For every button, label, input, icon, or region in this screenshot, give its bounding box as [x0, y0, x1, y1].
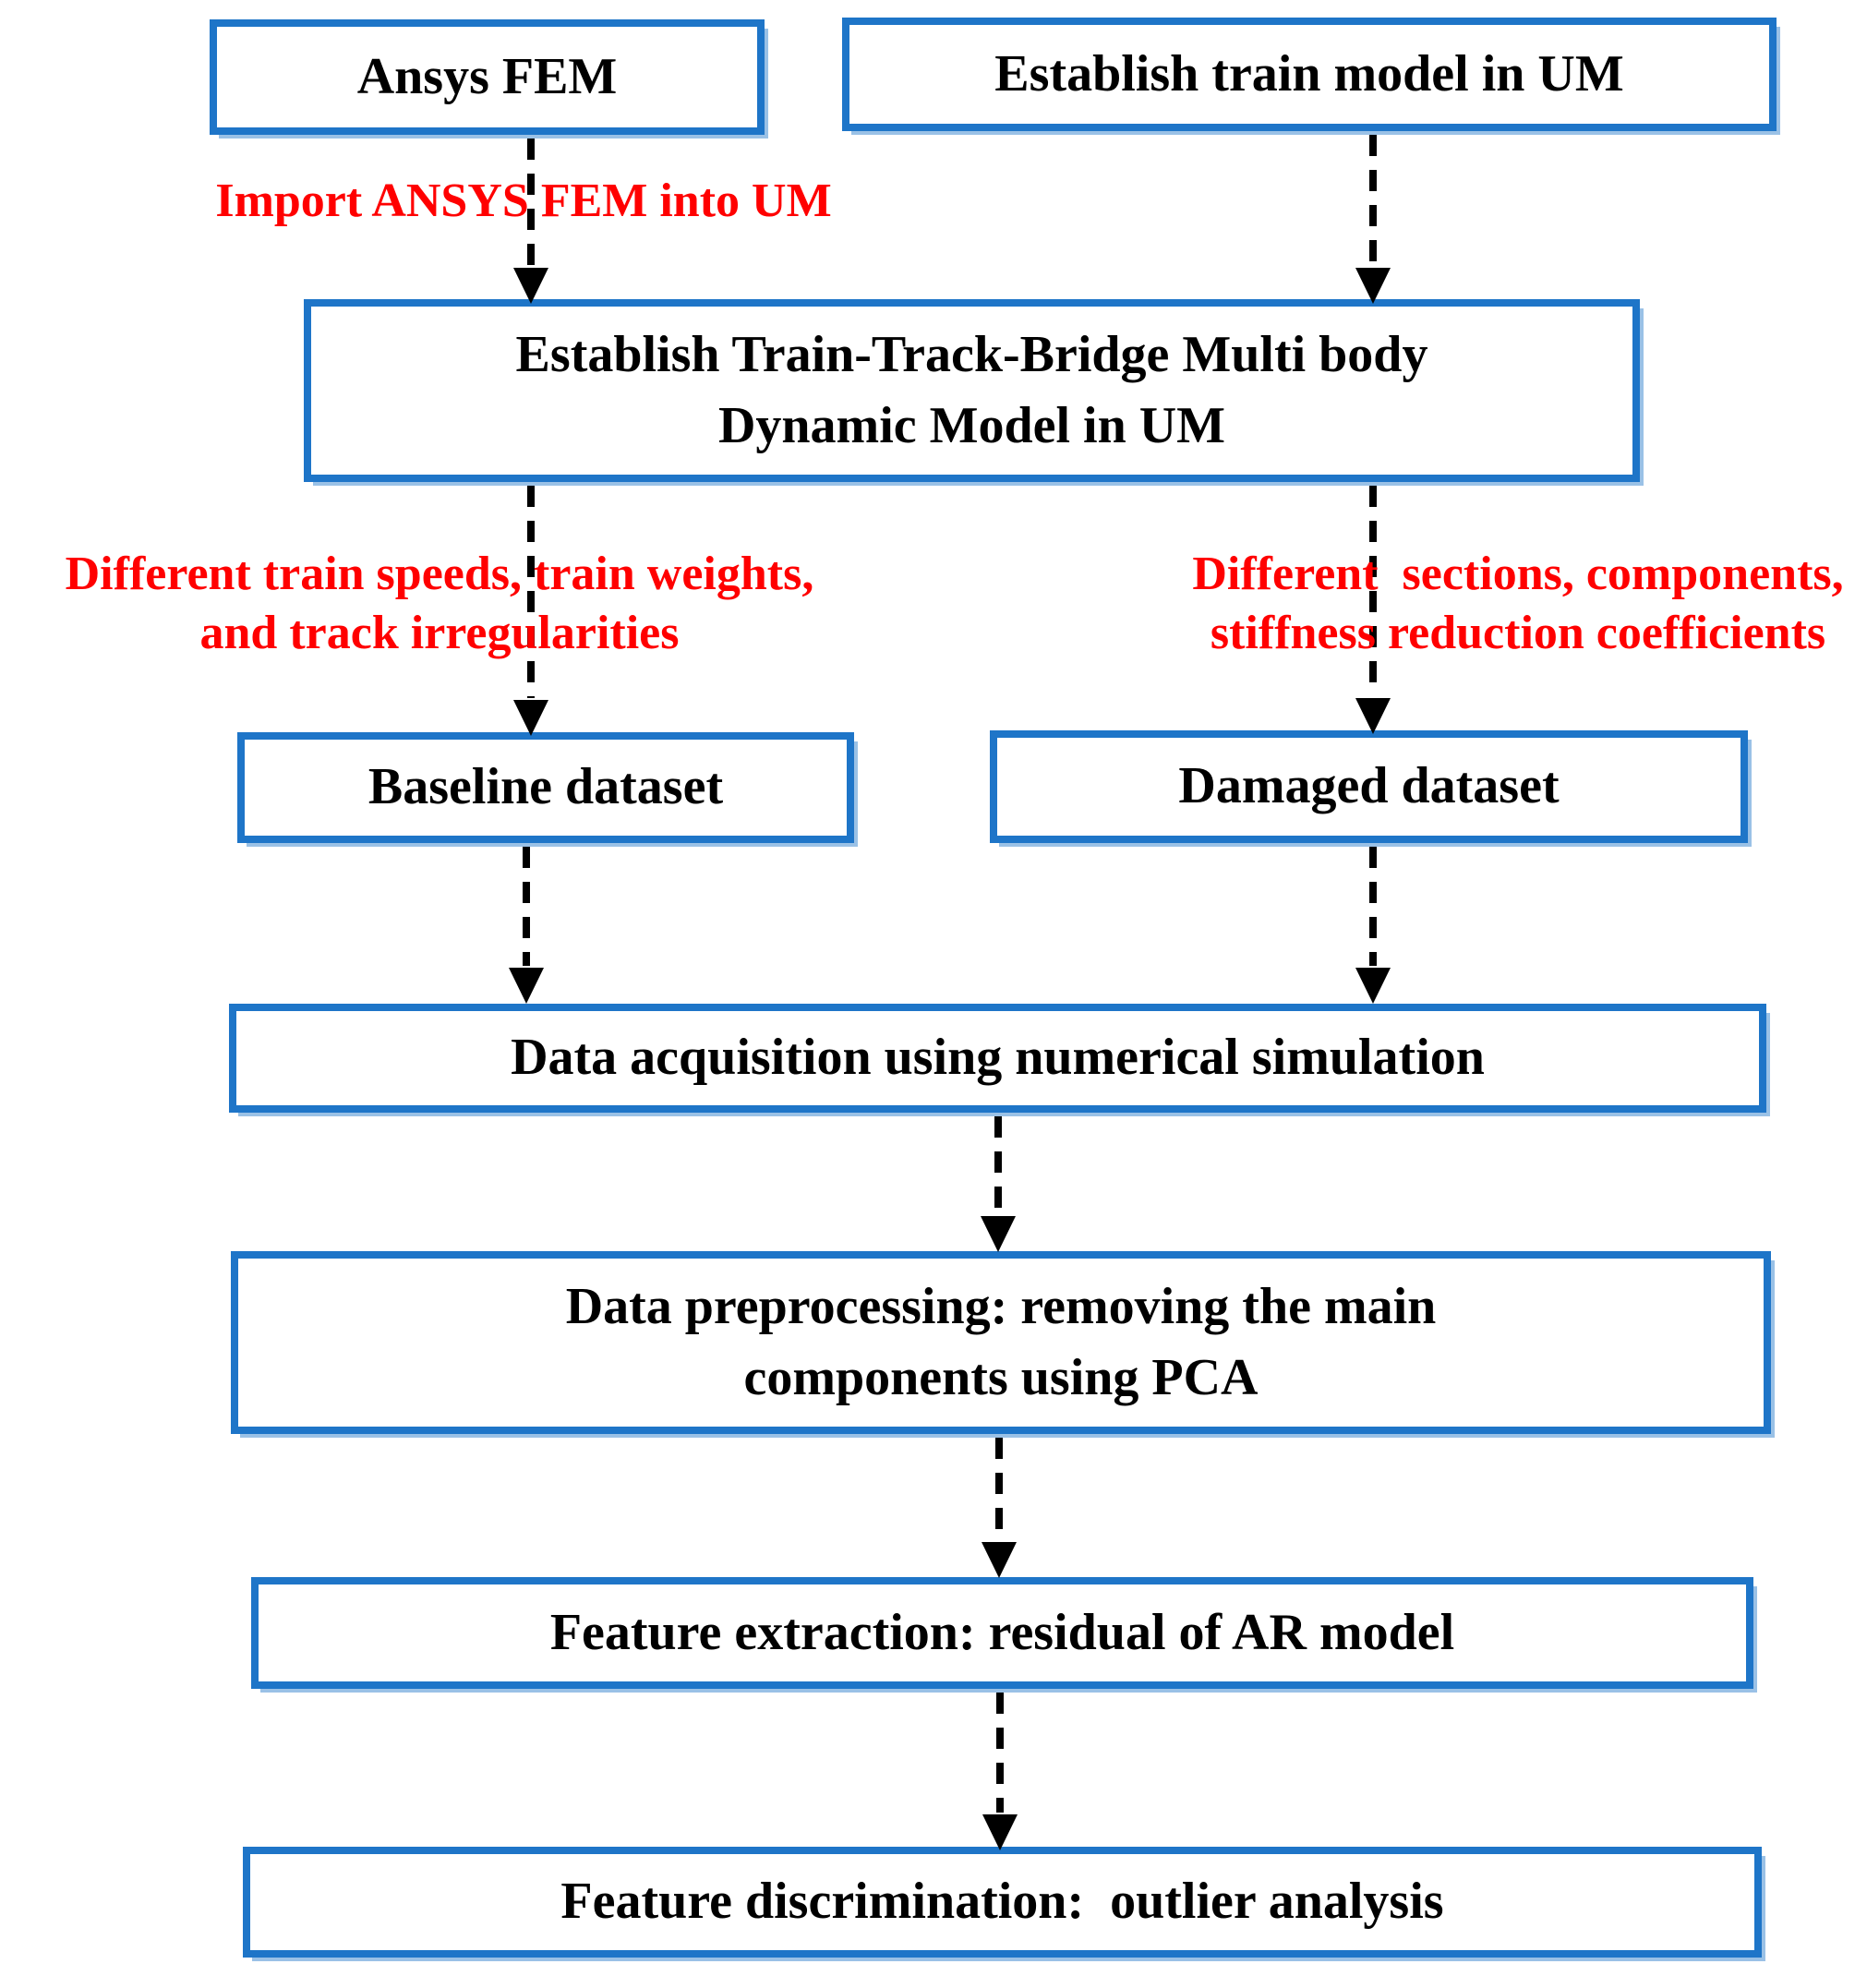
node-establish-train-model: Establish train model in UM	[842, 18, 1777, 131]
annotation-import-ansys-fem: Import ANSYS FEM into UM	[215, 175, 832, 227]
arrow-damaged-to-acquisition	[1355, 847, 1391, 1004]
arrow-extraction-to-discrimination	[982, 1693, 1018, 1850]
arrow-ansys-to-dynamic-model	[513, 139, 548, 304]
arrow-preprocessing-to-extraction	[982, 1438, 1017, 1578]
node-damaged-dataset: Damaged dataset	[990, 730, 1748, 843]
node-train-track-bridge-dynamic-model: Establish Train-Track-Bridge Multi body …	[304, 299, 1640, 482]
node-feature-extraction: Feature extraction: residual of AR model	[251, 1577, 1753, 1689]
arrow-baseline-to-acquisition	[509, 847, 544, 1004]
arrow-train-model-to-dynamic-model	[1355, 135, 1391, 304]
node-data-preprocessing: Data preprocessing: removing the main co…	[231, 1251, 1771, 1434]
node-ansys-fem: Ansys FEM	[210, 19, 765, 135]
node-baseline-dataset: Baseline dataset	[237, 732, 854, 843]
arrow-acquisition-to-preprocessing	[981, 1116, 1016, 1252]
node-data-acquisition: Data acquisition using numerical simulat…	[229, 1004, 1766, 1113]
arrow-dynamic-model-to-damaged	[1355, 486, 1391, 734]
node-feature-discrimination: Feature discrimination: outlier analysis	[243, 1847, 1762, 1958]
annotation-damage-conditions: Different sections, components, stiffnes…	[1192, 548, 1844, 659]
annotation-baseline-conditions: Different train speeds, train weights, a…	[65, 548, 814, 659]
arrow-dynamic-model-to-baseline	[513, 486, 548, 736]
